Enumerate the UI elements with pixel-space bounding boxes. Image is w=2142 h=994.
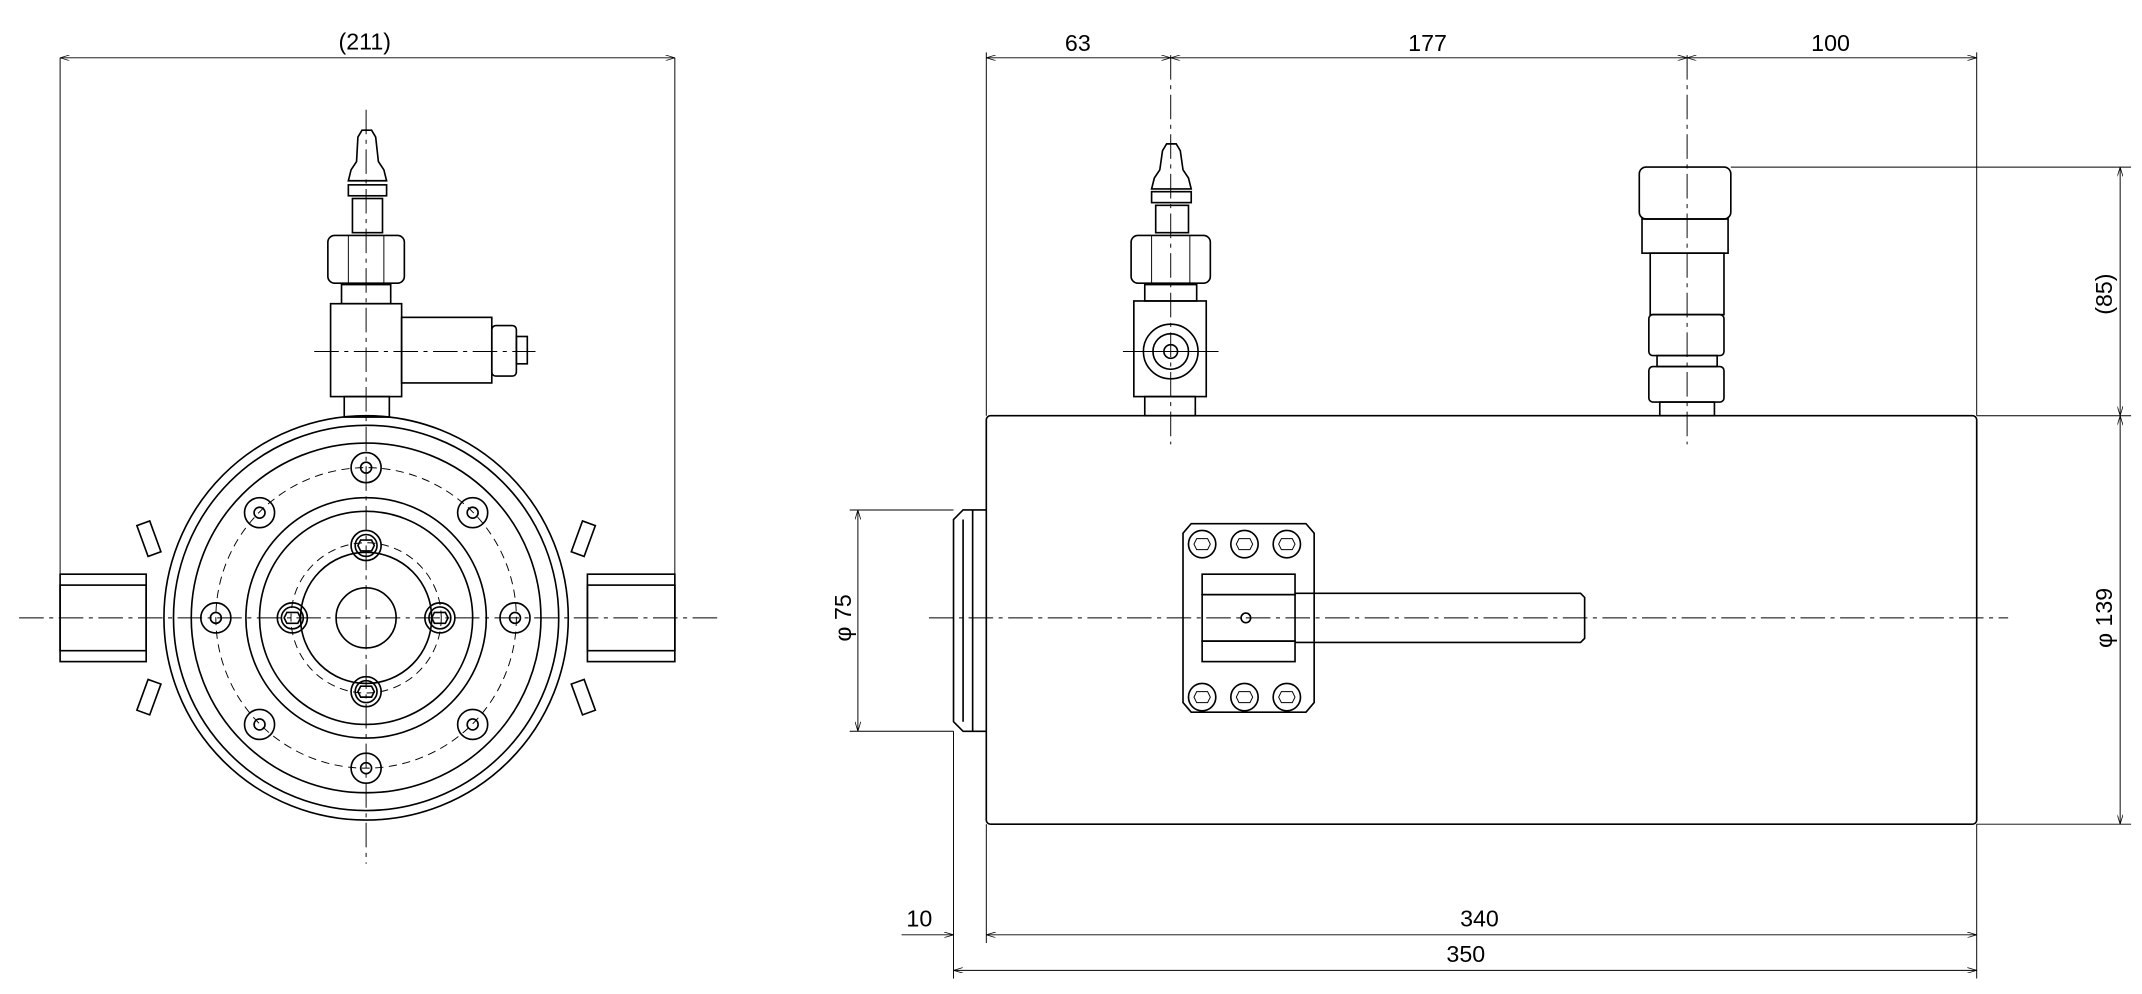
dimension-label-85: (85) <box>2091 273 2117 314</box>
dimension-label-100: 100 <box>1811 30 1850 56</box>
valve-fitting <box>314 129 536 418</box>
end-flange <box>952 509 987 733</box>
dimension-label-63: 63 <box>1065 30 1091 56</box>
valve-fitting-side <box>1122 55 1219 445</box>
dimension-label-dia139: φ 139 <box>2091 588 2117 648</box>
cylinder-body <box>985 414 1978 825</box>
dimension-label-10: 10 <box>906 906 932 932</box>
flange-front <box>19 109 719 864</box>
mounting-bracket <box>1182 522 1586 713</box>
side-view: 63 177 100 (85) φ 139 φ 75 10 340 350 <box>830 30 2132 979</box>
front-view: (211) <box>19 29 719 864</box>
dimension-label-177: 177 <box>1408 30 1447 56</box>
dimension-label-340: 340 <box>1460 906 1499 932</box>
connector-side <box>1638 55 1732 445</box>
side-dimensions: 63 177 100 (85) φ 139 φ 75 10 340 350 <box>830 30 2132 979</box>
probe-rod <box>1295 592 1586 644</box>
dimension-label-350: 350 <box>1446 941 1485 967</box>
dimension-label-dia75: φ 75 <box>830 594 856 641</box>
dimension-label-211: (211) <box>338 29 390 55</box>
